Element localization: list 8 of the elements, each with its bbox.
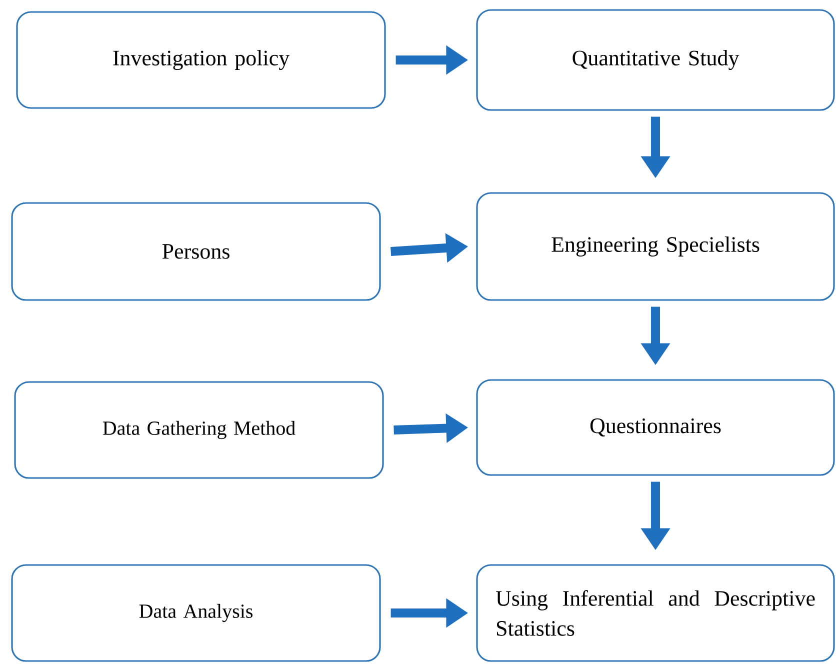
process-box: Investigation policy <box>16 11 386 109</box>
process-box: Engineering Specielists <box>476 192 835 301</box>
process-box: Data Analysis <box>11 564 381 662</box>
process-box: Persons <box>11 202 381 301</box>
process-box: Using Inferential and Descriptive Statistics <box>476 564 835 662</box>
process-box: Quantitative Study <box>476 9 835 111</box>
process-box: Questionnaires <box>476 379 835 476</box>
process-box: Data Gathering Method <box>14 381 384 479</box>
